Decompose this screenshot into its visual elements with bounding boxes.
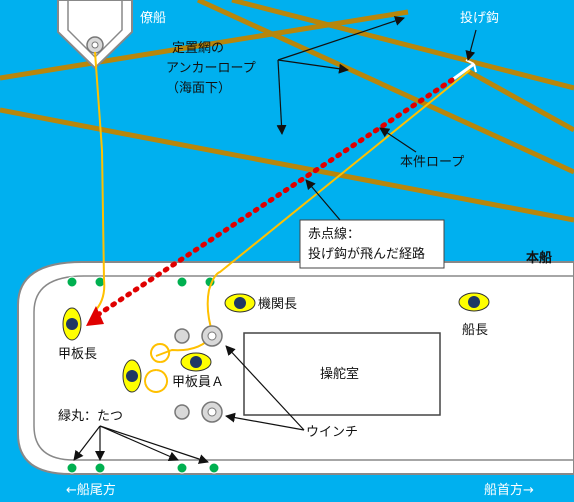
other-ship-label: 僚船 (140, 11, 166, 26)
person-top-view-icon (234, 297, 246, 309)
anchor-rope-1 (0, 9, 409, 81)
person-top-view-icon (126, 370, 138, 382)
anchor-rope-label-1: 定置網の (172, 41, 224, 56)
anchor-rope-label-3: （海面下） (166, 81, 231, 96)
bitt-icon (66, 276, 78, 288)
person-captain (458, 292, 490, 312)
boatswain-label: 甲板長 (58, 347, 97, 362)
anchor-ropes (0, 0, 574, 175)
winches (174, 325, 223, 423)
wheelhouse-label: 操舵室 (320, 366, 359, 382)
person-deckhand-b (122, 359, 142, 393)
bitt-icon (66, 462, 78, 474)
person-boatswain (62, 307, 82, 341)
deckhand-a-label: 甲板員Ａ (172, 375, 224, 390)
this-rope (0, 107, 574, 223)
person-top-view-icon (190, 356, 202, 368)
grapnel-flight-path (93, 77, 455, 319)
path-callout: 赤点線： 投げ鈎が飛んだ経路 (299, 179, 445, 269)
person-top-view-icon (66, 318, 78, 330)
main-ship-label: 本船 (526, 250, 552, 266)
bitts-label: 緑丸：たつ (58, 409, 123, 424)
grapnel-label: 投げ鈎 (460, 10, 499, 26)
anchor-rope-3 (231, 0, 574, 91)
line-from-winch (206, 69, 471, 336)
person-top-view-icon (468, 296, 480, 308)
chief-engineer-label: 機関長 (258, 297, 297, 312)
anchor-rope-label-2: アンカーロープ (166, 61, 256, 76)
stern-direction-label: ←船尾方 (66, 482, 116, 498)
winch-label: ウインチ (306, 425, 358, 440)
this-rope-upper (464, 67, 574, 133)
path-callout-line2: 投げ鈎が飛んだ経路 (308, 246, 425, 262)
person-deckhand-a (180, 352, 212, 372)
person-chief-engineer (224, 293, 256, 313)
throw-point-marker (86, 306, 104, 326)
anchor-rope-2 (196, 0, 574, 175)
bitts (66, 276, 220, 474)
grapnel-icon (451, 62, 475, 82)
path-callout-line1: 赤点線： (308, 226, 360, 242)
bitt-icon (94, 462, 106, 474)
bitt-icon (176, 276, 188, 288)
bitt-icon (176, 462, 188, 474)
winch-icon (174, 404, 190, 420)
bitt-icon (208, 462, 220, 474)
this-rope-label: 本件ロープ (400, 155, 464, 170)
winch-icon (174, 328, 190, 344)
captain-label: 船長 (462, 323, 488, 338)
bow-direction-label: 船首方→ (484, 482, 534, 498)
